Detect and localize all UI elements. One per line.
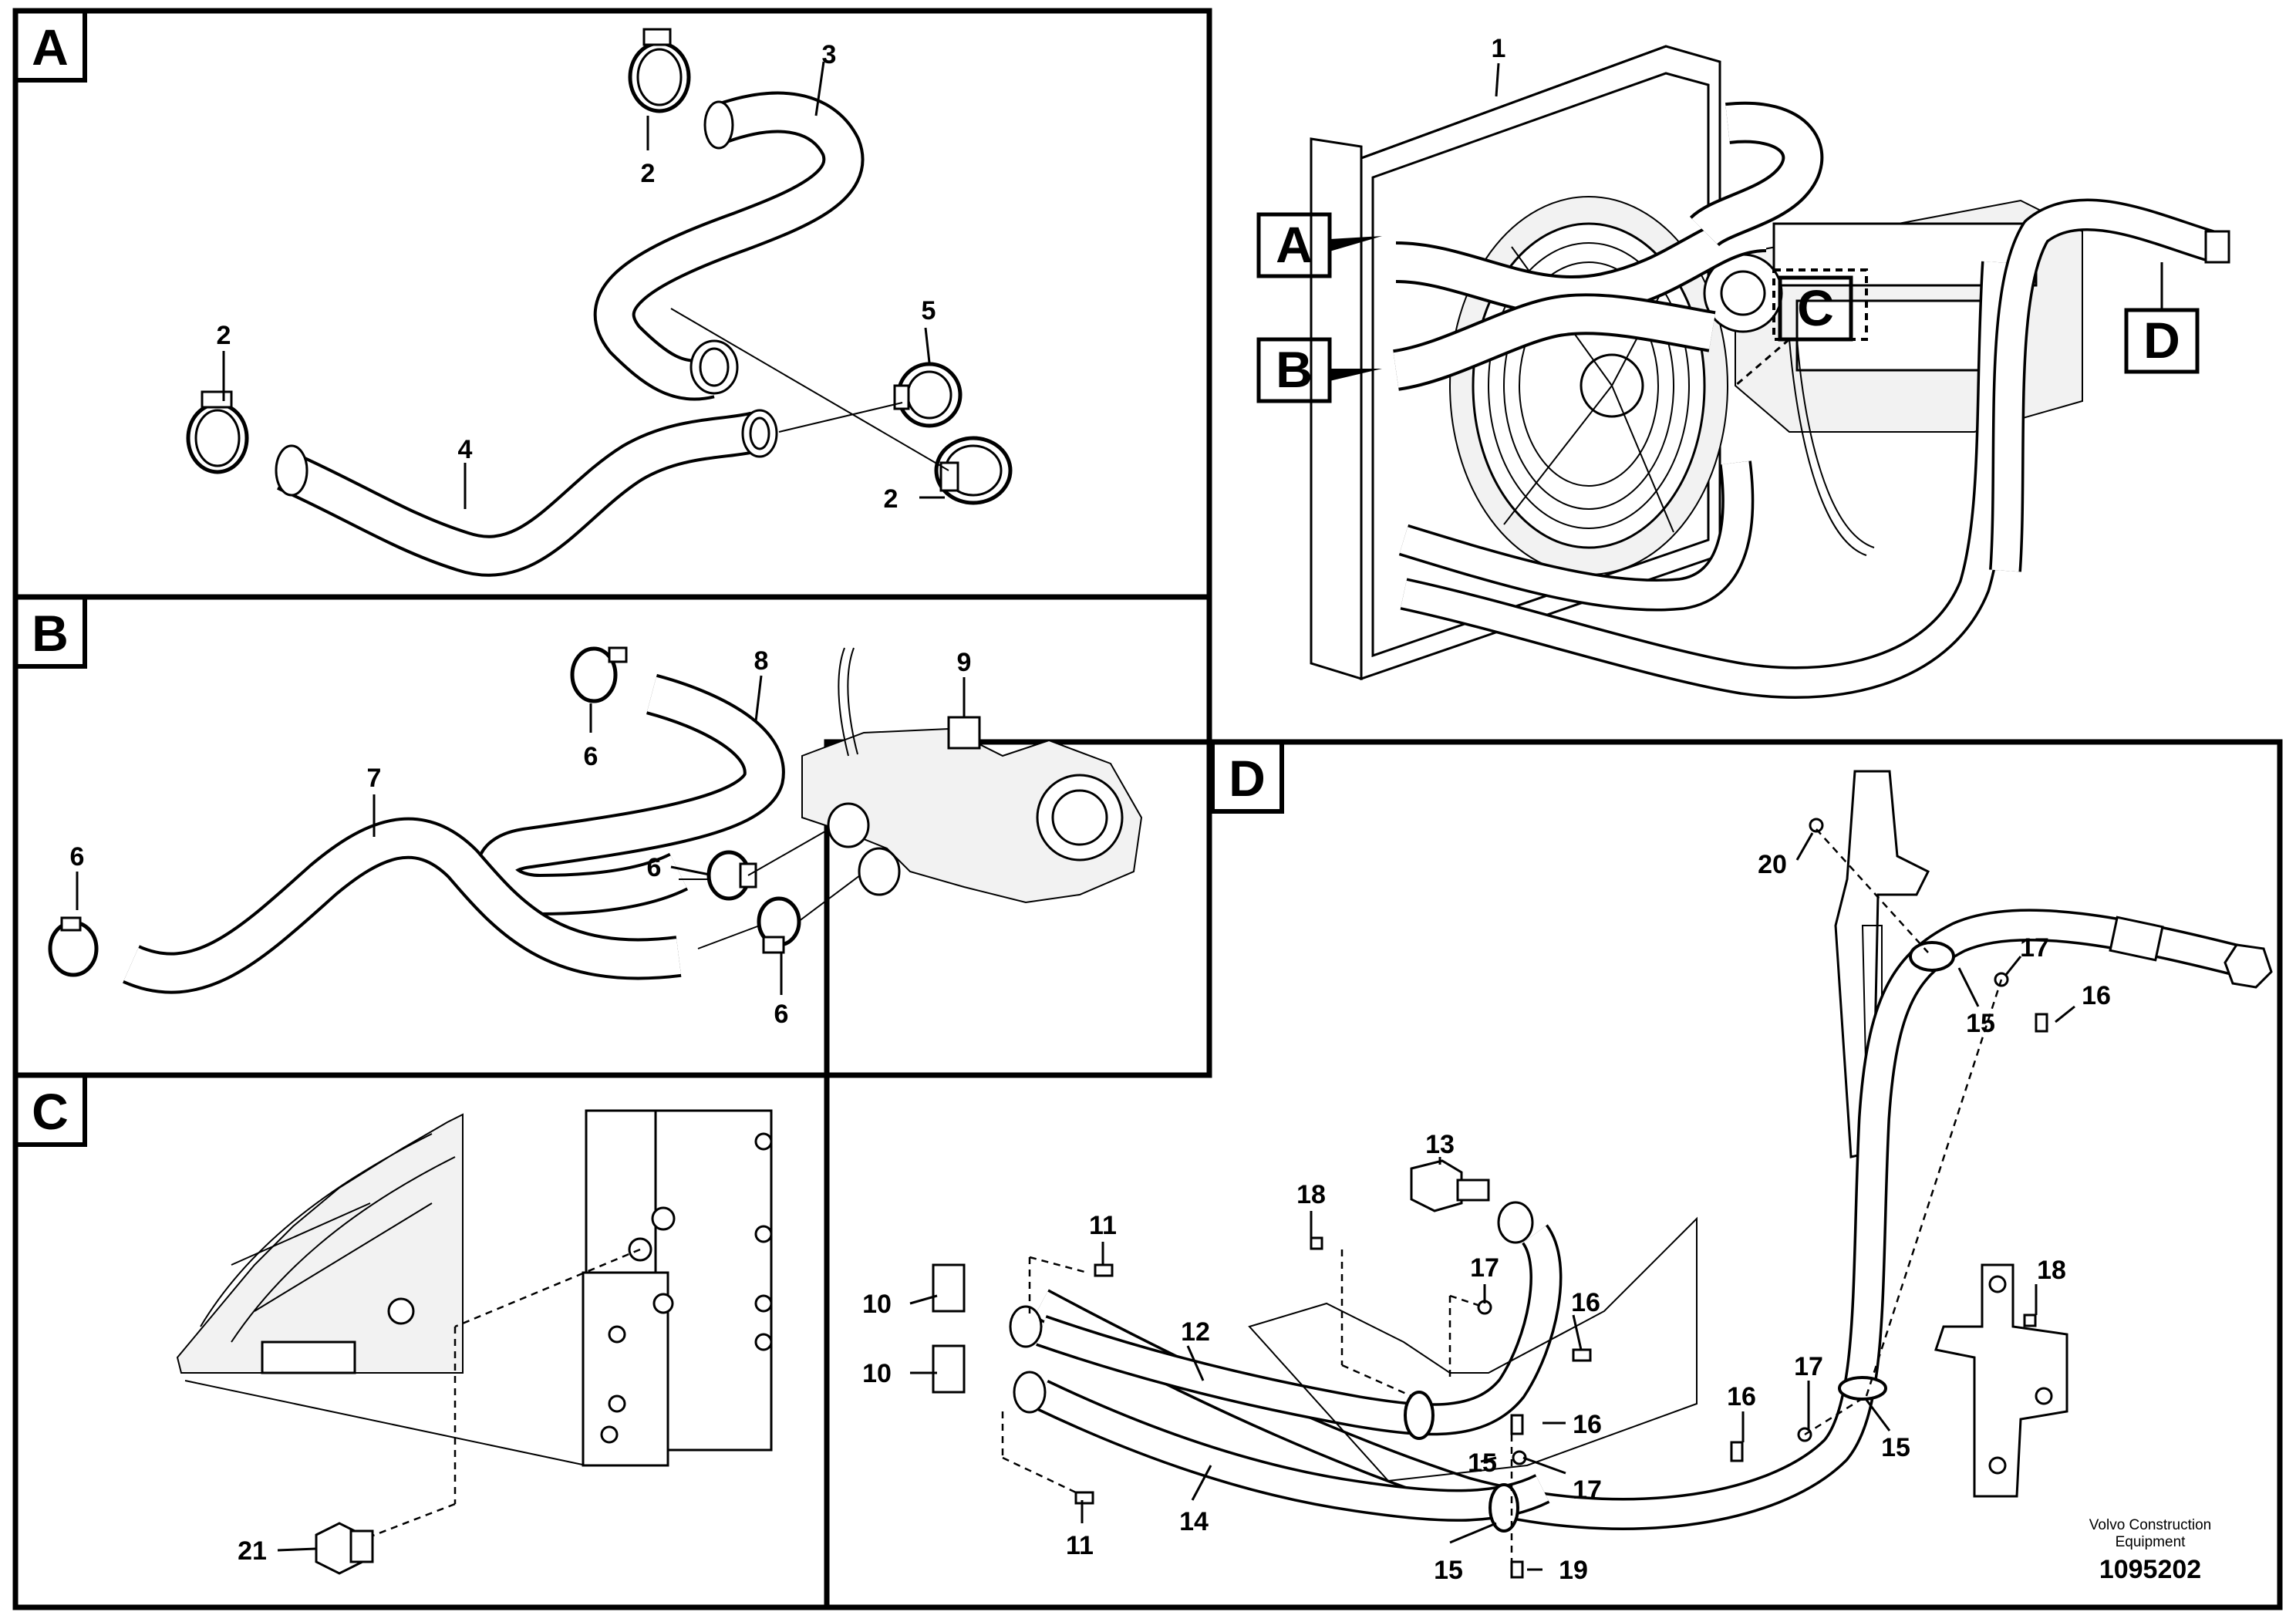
- clamp-5: [893, 362, 963, 428]
- part-label-4: 4: [458, 435, 473, 464]
- panel-c-drawing: 21: [176, 1109, 773, 1575]
- pipe-3: [593, 91, 865, 401]
- clamp-6-low: [757, 896, 801, 954]
- bracket-lower: [1934, 1263, 2068, 1498]
- fitting-21: [315, 1522, 374, 1575]
- part-label-17: 17: [1470, 1253, 1499, 1283]
- svg-text:B: B: [32, 605, 69, 662]
- callout-c: C: [1735, 268, 1868, 387]
- part-label-10: 10: [862, 1359, 892, 1388]
- panel-b-tag: B: [13, 595, 87, 669]
- svg-text:C: C: [1797, 279, 1834, 336]
- panel-d-frame: [824, 739, 2283, 1610]
- part-label-15: 15: [1881, 1433, 1910, 1462]
- panel-d-tag: D: [1210, 740, 1284, 814]
- part-label-6: 6: [70, 842, 85, 872]
- part-label-12: 12: [1181, 1317, 1210, 1347]
- part-label-17: 17: [1573, 1475, 1602, 1505]
- panel-b-drawing: 8 9 6 7 6 6 6: [48, 646, 1143, 1029]
- clamp-right: [934, 436, 1013, 505]
- part-label-16: 16: [2082, 981, 2111, 1010]
- drawing-number: 1095202: [2099, 1555, 2201, 1584]
- part-label-15: 15: [1434, 1556, 1463, 1585]
- panel-d-drawing: 11 11 18 13 17 16 10 10 12 14 15 16 17 1…: [862, 770, 2273, 1585]
- thermostat-housing-9: [801, 647, 1143, 904]
- svg-text:D: D: [2143, 312, 2180, 369]
- callout-d: D: [2124, 262, 2200, 374]
- part-label-15: 15: [1966, 1009, 1995, 1038]
- flange-bottom: [932, 1344, 1047, 1414]
- fan-shroud: [176, 1113, 464, 1374]
- clamp-left: [186, 390, 249, 474]
- part-label-21: 21: [238, 1536, 267, 1566]
- callout-a: A: [1256, 212, 1382, 278]
- part-label-16: 16: [1571, 1288, 1600, 1317]
- overview-drawing: A B C D 1: [1256, 34, 2230, 699]
- panel-frames: [12, 8, 2283, 1610]
- svg-text:B: B: [1276, 341, 1313, 398]
- part-label-6: 6: [774, 1000, 789, 1029]
- hose-end-fitting: [2109, 916, 2273, 989]
- part-label-9: 9: [957, 648, 972, 677]
- part-label-11: 11: [1066, 1531, 1094, 1560]
- svg-text:A: A: [1276, 216, 1313, 273]
- brand-line-1: Volvo Construction: [2089, 1517, 2211, 1533]
- part-label-6: 6: [584, 742, 598, 771]
- panel-a-tag: A: [13, 8, 87, 83]
- clamp-top: [628, 28, 691, 113]
- clamp-6-left: [48, 916, 99, 977]
- panel-a-drawing: 3 2 2 5 2 4: [186, 28, 1013, 577]
- callout-b: B: [1256, 337, 1382, 403]
- part-label-15: 15: [1468, 1448, 1497, 1478]
- part-label-19: 19: [1559, 1556, 1588, 1585]
- part-label-13: 13: [1425, 1130, 1455, 1159]
- part-label-8: 8: [754, 646, 769, 676]
- part-label-2: 2: [884, 484, 899, 514]
- part-label-5: 5: [922, 296, 936, 325]
- part-label-2: 2: [641, 159, 656, 188]
- brand-line-2: Equipment: [2116, 1534, 2186, 1550]
- panel-c-tag: C: [13, 1073, 87, 1147]
- part-label-1: 1: [1492, 34, 1506, 63]
- part-label-14: 14: [1179, 1507, 1209, 1536]
- part-label-20: 20: [1758, 850, 1787, 879]
- part-label-18: 18: [1296, 1180, 1326, 1209]
- part-label-16: 16: [1573, 1410, 1602, 1439]
- part-label-7: 7: [367, 764, 382, 793]
- clamp-6-top: [570, 646, 628, 703]
- fitting-13: [1410, 1159, 1534, 1244]
- part-label-10: 10: [862, 1290, 892, 1319]
- part-label-17: 17: [1794, 1352, 1823, 1381]
- svg-text:D: D: [1229, 750, 1266, 807]
- part-label-17: 17: [2020, 933, 2049, 963]
- part-label-16: 16: [1727, 1382, 1756, 1411]
- part-label-18: 18: [2037, 1256, 2066, 1285]
- flange-top: [932, 1263, 1043, 1348]
- svg-text:C: C: [32, 1083, 69, 1140]
- part-label-11: 11: [1089, 1211, 1117, 1240]
- svg-text:A: A: [32, 19, 69, 76]
- part-label-6: 6: [647, 853, 662, 882]
- part-label-2: 2: [217, 321, 231, 350]
- pipe-4: [275, 409, 778, 577]
- radiator-side: [184, 1109, 773, 1467]
- part-label-3: 3: [822, 40, 837, 69]
